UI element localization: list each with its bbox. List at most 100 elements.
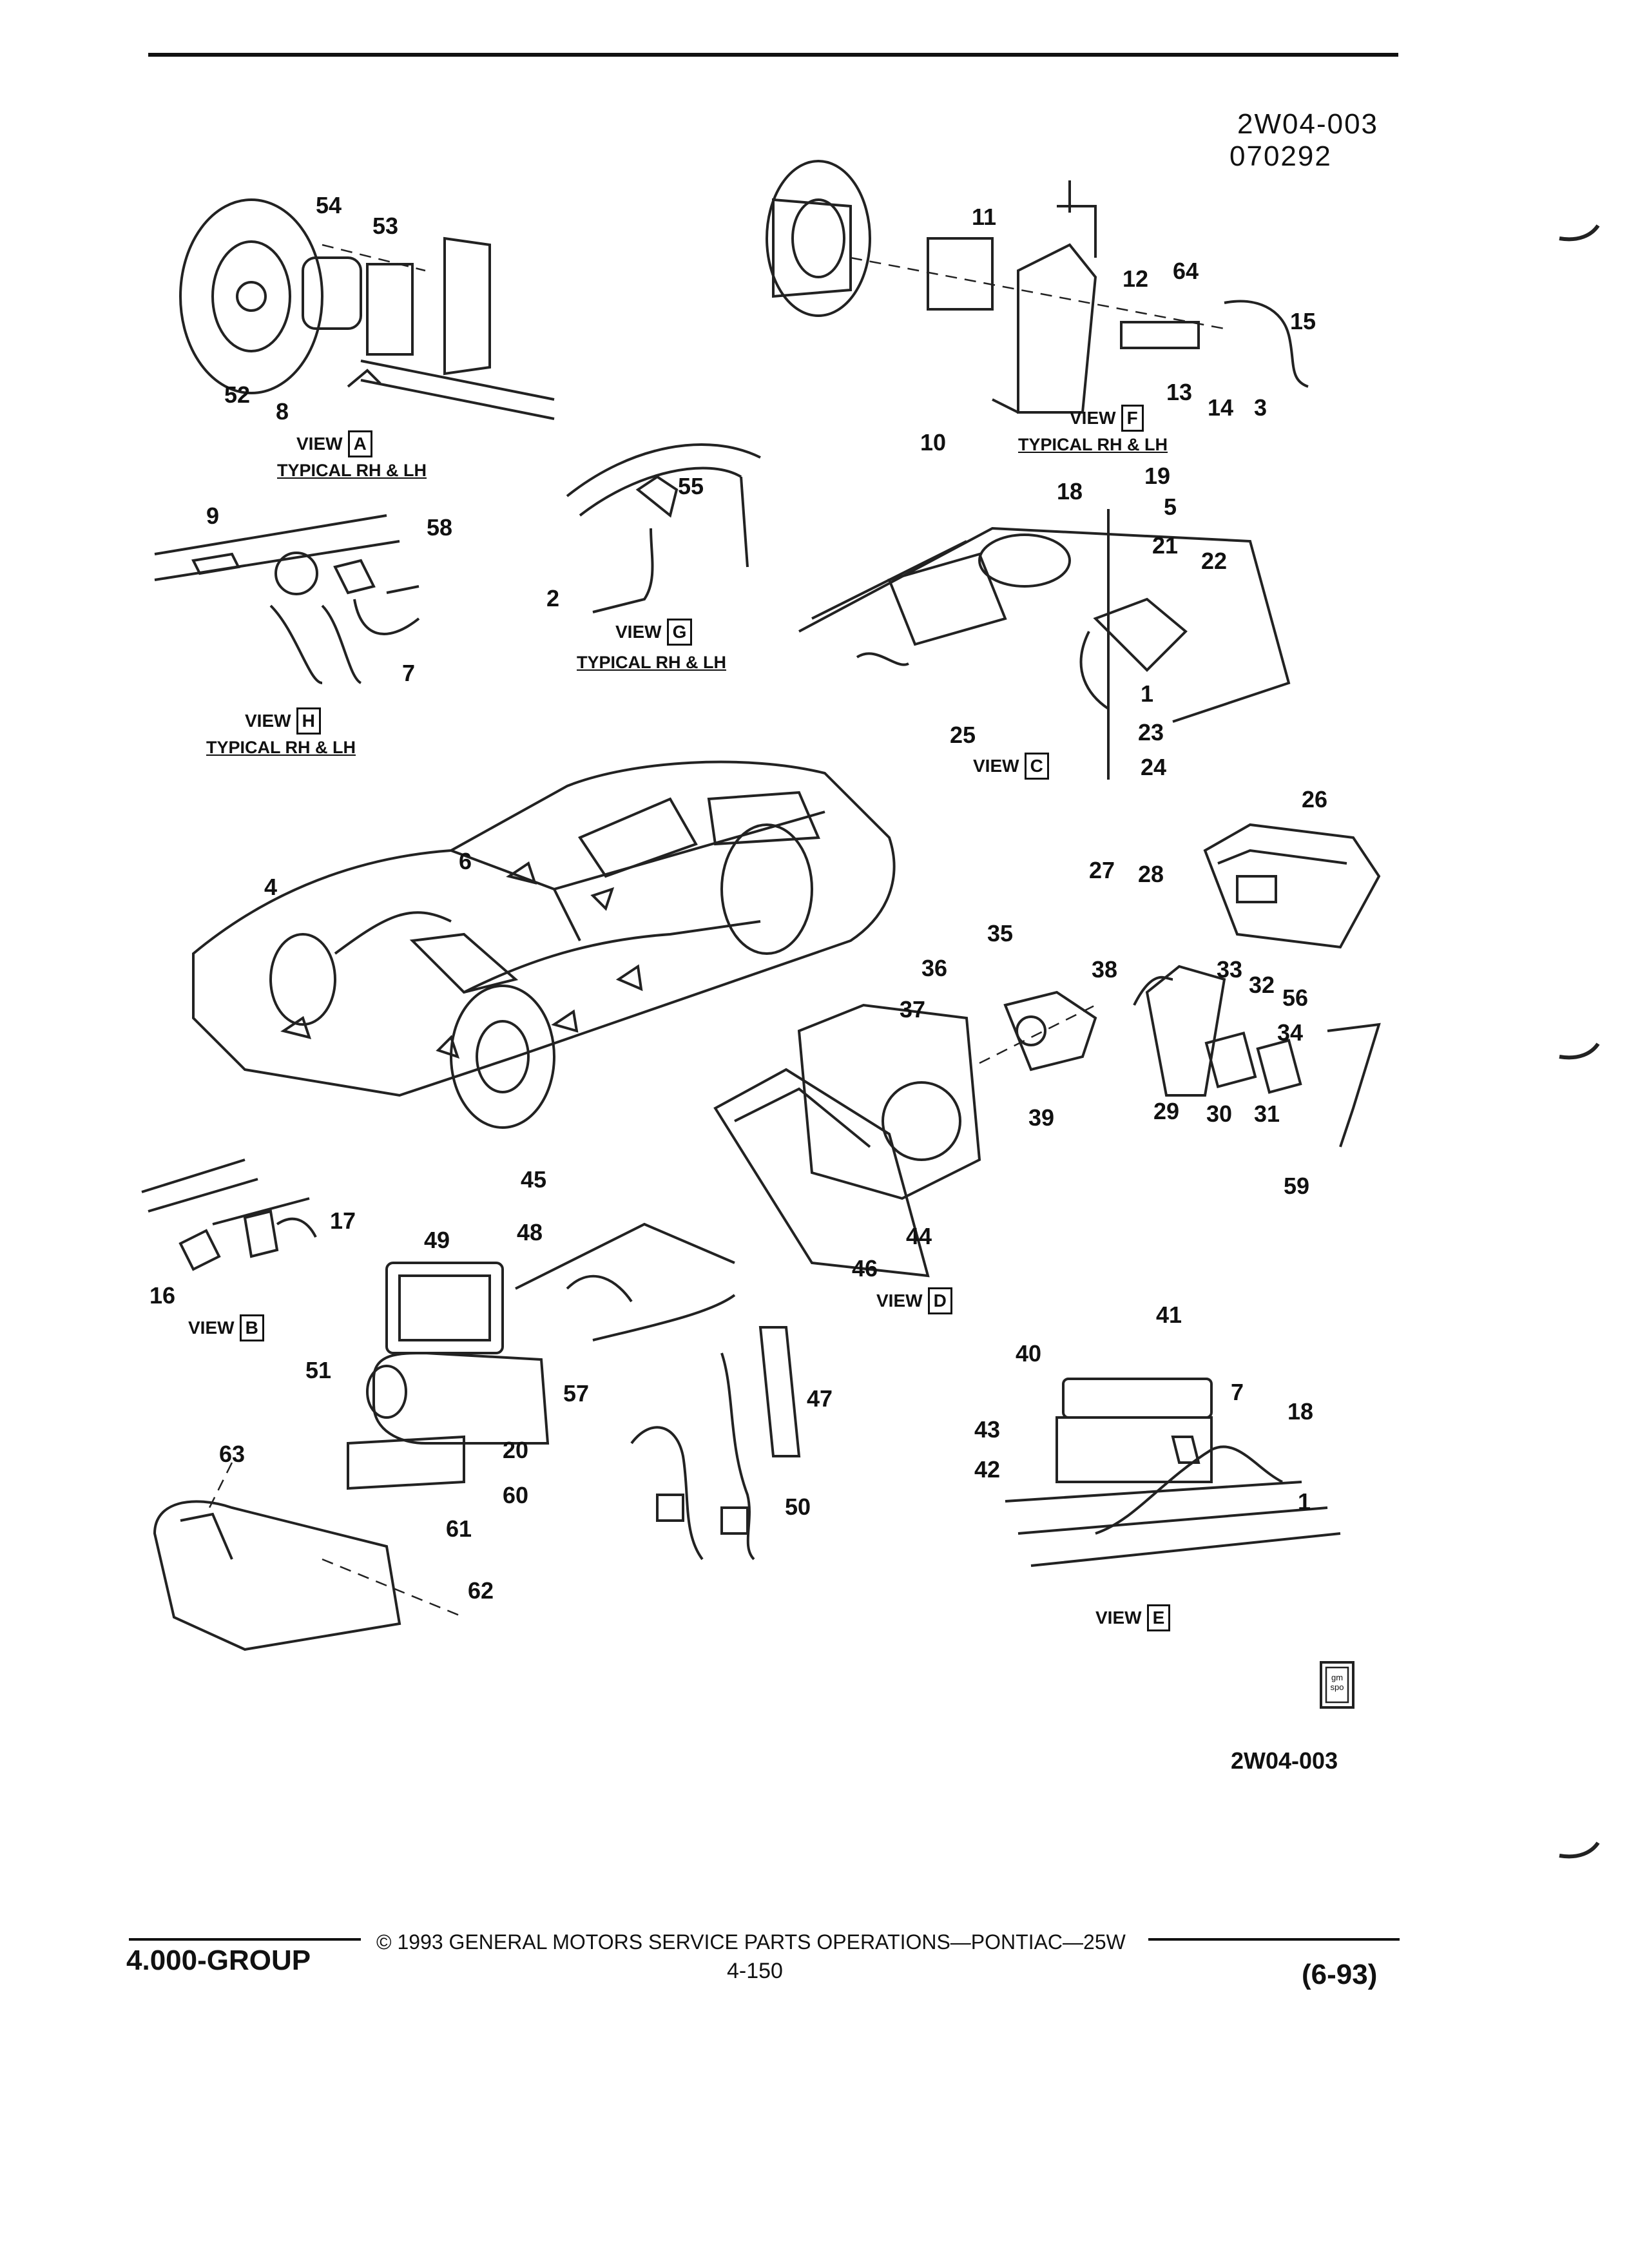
footer-copyright: © 1993 GENERAL MOTORS SERVICE PARTS OPER…	[376, 1930, 1126, 1954]
view-a-caption: TYPICAL RH & LH	[277, 461, 427, 480]
callout: 20	[503, 1437, 529, 1463]
callout: 58	[427, 514, 453, 541]
view-g-caption: TYPICAL RH & LH	[577, 653, 727, 672]
callout: 2	[546, 585, 560, 611]
callout: 15	[1290, 308, 1316, 334]
callout: 7	[1231, 1379, 1244, 1405]
callout: 51	[305, 1357, 332, 1383]
view-e-drawing	[1005, 1378, 1341, 1567]
callout: 18	[1287, 1398, 1314, 1425]
gm-spo-badge-text: gm spo	[1330, 1673, 1344, 1692]
callout: 18	[1057, 478, 1083, 505]
callout: 38	[1092, 956, 1118, 983]
callout: 49	[424, 1227, 450, 1253]
callout: 57	[563, 1380, 590, 1407]
footer-page-number: 4-150	[727, 1959, 783, 1983]
doc-code: 2W04-003	[1237, 108, 1379, 140]
callout: 3	[1254, 394, 1268, 421]
view-f-drawing	[766, 160, 1309, 414]
callout: 61	[446, 1515, 472, 1542]
callout: 40	[1016, 1340, 1042, 1367]
callout: 63	[219, 1441, 246, 1467]
harness-drawing	[630, 1326, 801, 1561]
callout: 64	[1173, 258, 1199, 284]
callout: 9	[206, 503, 220, 529]
view-h-drawing	[154, 514, 420, 684]
callout: 22	[1201, 548, 1228, 574]
footer-rule-left	[129, 1938, 361, 1941]
callout: 16	[149, 1282, 176, 1309]
footer-revision: (6-93)	[1302, 1959, 1378, 1990]
callout: 28	[1138, 861, 1164, 887]
callout: 55	[678, 473, 704, 499]
callout: 10	[920, 429, 947, 456]
callout: 12	[1123, 265, 1149, 292]
callout: 41	[1156, 1302, 1182, 1328]
callout: 11	[972, 204, 997, 230]
callout: 1	[1141, 680, 1154, 707]
callout: 32	[1249, 972, 1275, 998]
callout: 7	[402, 660, 416, 686]
callout: 37	[900, 996, 926, 1023]
callout: 45	[521, 1166, 547, 1193]
callout: 53	[372, 213, 399, 239]
callout: 60	[503, 1482, 529, 1508]
callout: 39	[1028, 1104, 1055, 1131]
callout: 14	[1208, 394, 1234, 421]
footer-rule-right	[1148, 1938, 1400, 1941]
view-b-drawing	[141, 1158, 317, 1271]
callout: 25	[950, 722, 976, 748]
gm-spo-badge-frame	[1320, 1661, 1354, 1709]
callout: 33	[1217, 956, 1243, 983]
bottom-doc-code: 2W04-003	[1231, 1747, 1338, 1774]
callout: 36	[921, 955, 948, 981]
view-h-caption: TYPICAL RH & LH	[206, 738, 356, 757]
callout: 4	[264, 874, 278, 900]
callout: 47	[807, 1385, 833, 1412]
callout: 17	[330, 1207, 356, 1234]
callout: 31	[1254, 1100, 1280, 1127]
callout: 19	[1144, 463, 1171, 489]
callout: 42	[974, 1456, 1001, 1483]
callout: 44	[906, 1223, 932, 1249]
doc-date: 070292	[1229, 140, 1332, 172]
callout: 6	[459, 848, 472, 874]
callout: 52	[224, 381, 251, 408]
callout: 29	[1153, 1098, 1180, 1124]
view-a-drawing	[179, 198, 555, 420]
master-cylinder-drawing	[153, 1222, 736, 1651]
pedal-bracket-drawing	[713, 823, 1381, 1278]
callout: 5	[1164, 494, 1177, 520]
callout: 1	[1298, 1488, 1311, 1515]
callout: 34	[1277, 1019, 1304, 1046]
top-rule	[148, 53, 1398, 57]
callout: 8	[276, 398, 289, 425]
callout: 54	[316, 192, 342, 218]
callout: 48	[517, 1219, 543, 1245]
callout: 43	[974, 1416, 1001, 1443]
callout: 59	[1284, 1173, 1310, 1199]
view-g-drawing	[566, 443, 761, 613]
callout: 50	[785, 1494, 811, 1520]
callout: 62	[468, 1577, 494, 1604]
callout: 24	[1141, 754, 1167, 780]
callout: 26	[1302, 786, 1328, 812]
main-vehicle-drawing	[192, 760, 896, 1129]
view-c-drawing	[798, 509, 1291, 780]
callout: 56	[1282, 985, 1309, 1011]
callout: 21	[1152, 532, 1179, 559]
view-f-caption: TYPICAL RH & LH	[1018, 435, 1168, 454]
callout: 35	[987, 920, 1014, 947]
callout: 46	[852, 1255, 878, 1282]
callout: 27	[1089, 857, 1115, 883]
callout: 23	[1138, 719, 1164, 745]
